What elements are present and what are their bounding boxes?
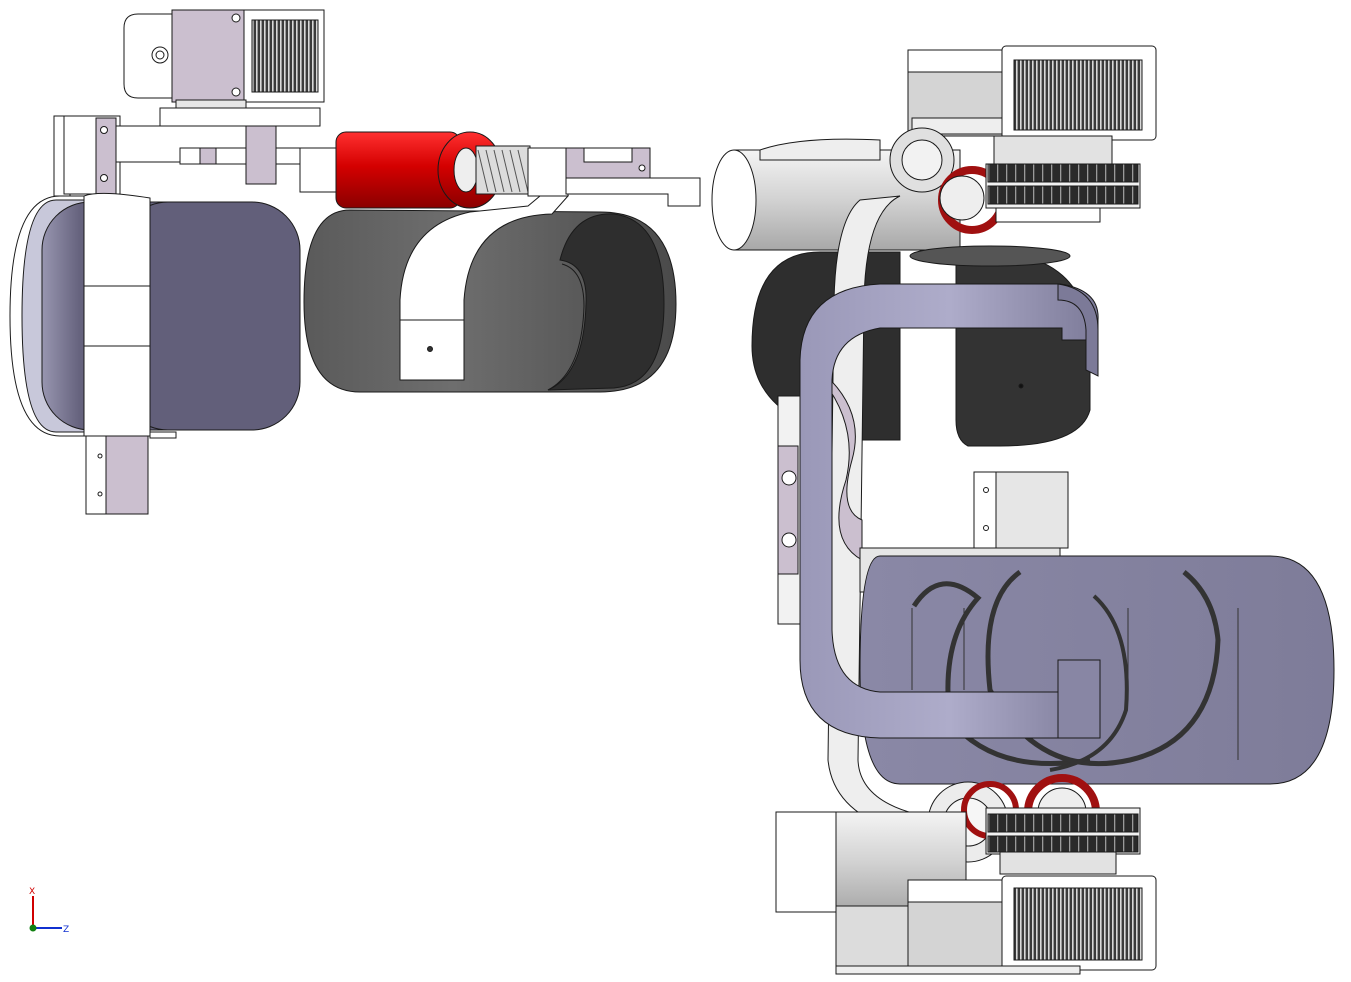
coordinate-triad: X Z	[29, 887, 69, 935]
right-upper-motor	[907, 45, 1157, 165]
upper-gear-rack	[985, 163, 1141, 223]
center-thigh-cuff	[303, 195, 677, 393]
left-hip-cuff	[9, 192, 301, 439]
right-lower-motor	[835, 875, 1157, 975]
left-hip-module	[9, 9, 325, 515]
lead-screw	[475, 145, 531, 195]
triad-x-label: X	[29, 887, 35, 897]
left-stepper-motor	[123, 9, 325, 113]
center-linkage	[299, 131, 701, 393]
right-knee-module	[711, 45, 1335, 975]
curved-strap	[799, 283, 1101, 739]
triad-z-label: Z	[63, 925, 69, 935]
lower-gear-rack	[985, 807, 1141, 875]
